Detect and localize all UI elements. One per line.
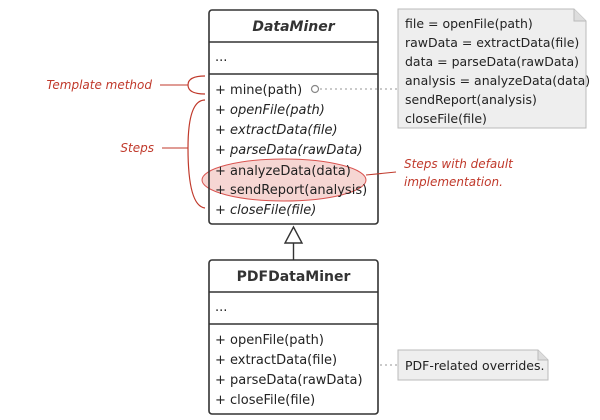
method-closefile: + closeFile(file): [215, 203, 316, 218]
class-box: [208, 9, 379, 225]
inheritance-arrowhead: [283, 225, 304, 244]
steps-annotation: Steps: [120, 99, 206, 209]
class-pdfdataminer: PDFDataMiner ... + openFile(path) + extr…: [208, 259, 379, 415]
note-fold: [573, 9, 586, 22]
inheritance-arrow: [283, 225, 304, 260]
note-shape: [397, 349, 549, 381]
note-line: rawData = extractData(file): [405, 35, 579, 50]
class-dataminer: DataMiner ... + mine(path) + openFile(pa…: [208, 9, 379, 225]
method-closefile: + closeFile(file): [215, 393, 315, 408]
method-parsedata: + parseData(rawData): [215, 143, 363, 158]
class-fields: ...: [215, 50, 227, 65]
method-openfile: + openFile(path): [215, 333, 324, 348]
template-method-label: Template method: [47, 78, 153, 92]
method-parsedata: + parseData(rawData): [215, 373, 363, 388]
method-openfile: + openFile(path): [215, 103, 325, 118]
default-steps-annotation: Steps with default implementation.: [365, 157, 514, 189]
class-title: PDFDataMiner: [237, 269, 351, 285]
pdf-overrides-note: PDF-related overrides.: [397, 349, 549, 381]
note-shape: [397, 8, 587, 129]
note-fold: [537, 350, 548, 361]
note-line: sendReport(analysis): [405, 92, 537, 107]
method-mine: + mine(path): [215, 83, 302, 98]
class-box: [208, 259, 379, 415]
annotation-line: [365, 171, 397, 176]
note-line: data = parseData(rawData): [405, 54, 579, 69]
class-fields: ...: [215, 300, 227, 315]
note-line: analysis = analyzeData(data): [405, 73, 590, 88]
method-analyzedata: + analyzeData(data): [215, 164, 351, 179]
default-steps-label: Steps with default: [404, 157, 514, 171]
default-steps-label: implementation.: [404, 175, 503, 189]
default-steps-highlight: [201, 158, 367, 202]
method-sendreport: + sendReport(analysis): [215, 183, 367, 198]
steps-label: Steps: [120, 141, 154, 155]
pdf-note-text: PDF-related overrides.: [405, 358, 544, 373]
annotation-brace: [187, 75, 206, 95]
method-extractdata: + extractData(file): [215, 123, 338, 138]
method-extractdata: + extractData(file): [215, 353, 337, 368]
note-line: closeFile(file): [405, 111, 487, 126]
annotation-brace: [187, 99, 206, 209]
class-title: DataMiner: [252, 19, 335, 35]
connector-anchor: [310, 84, 320, 94]
template-code-note: file = openFile(path) rawData = extractD…: [397, 8, 590, 129]
note-line: file = openFile(path): [405, 16, 533, 31]
template-method-annotation: Template method: [47, 75, 206, 95]
